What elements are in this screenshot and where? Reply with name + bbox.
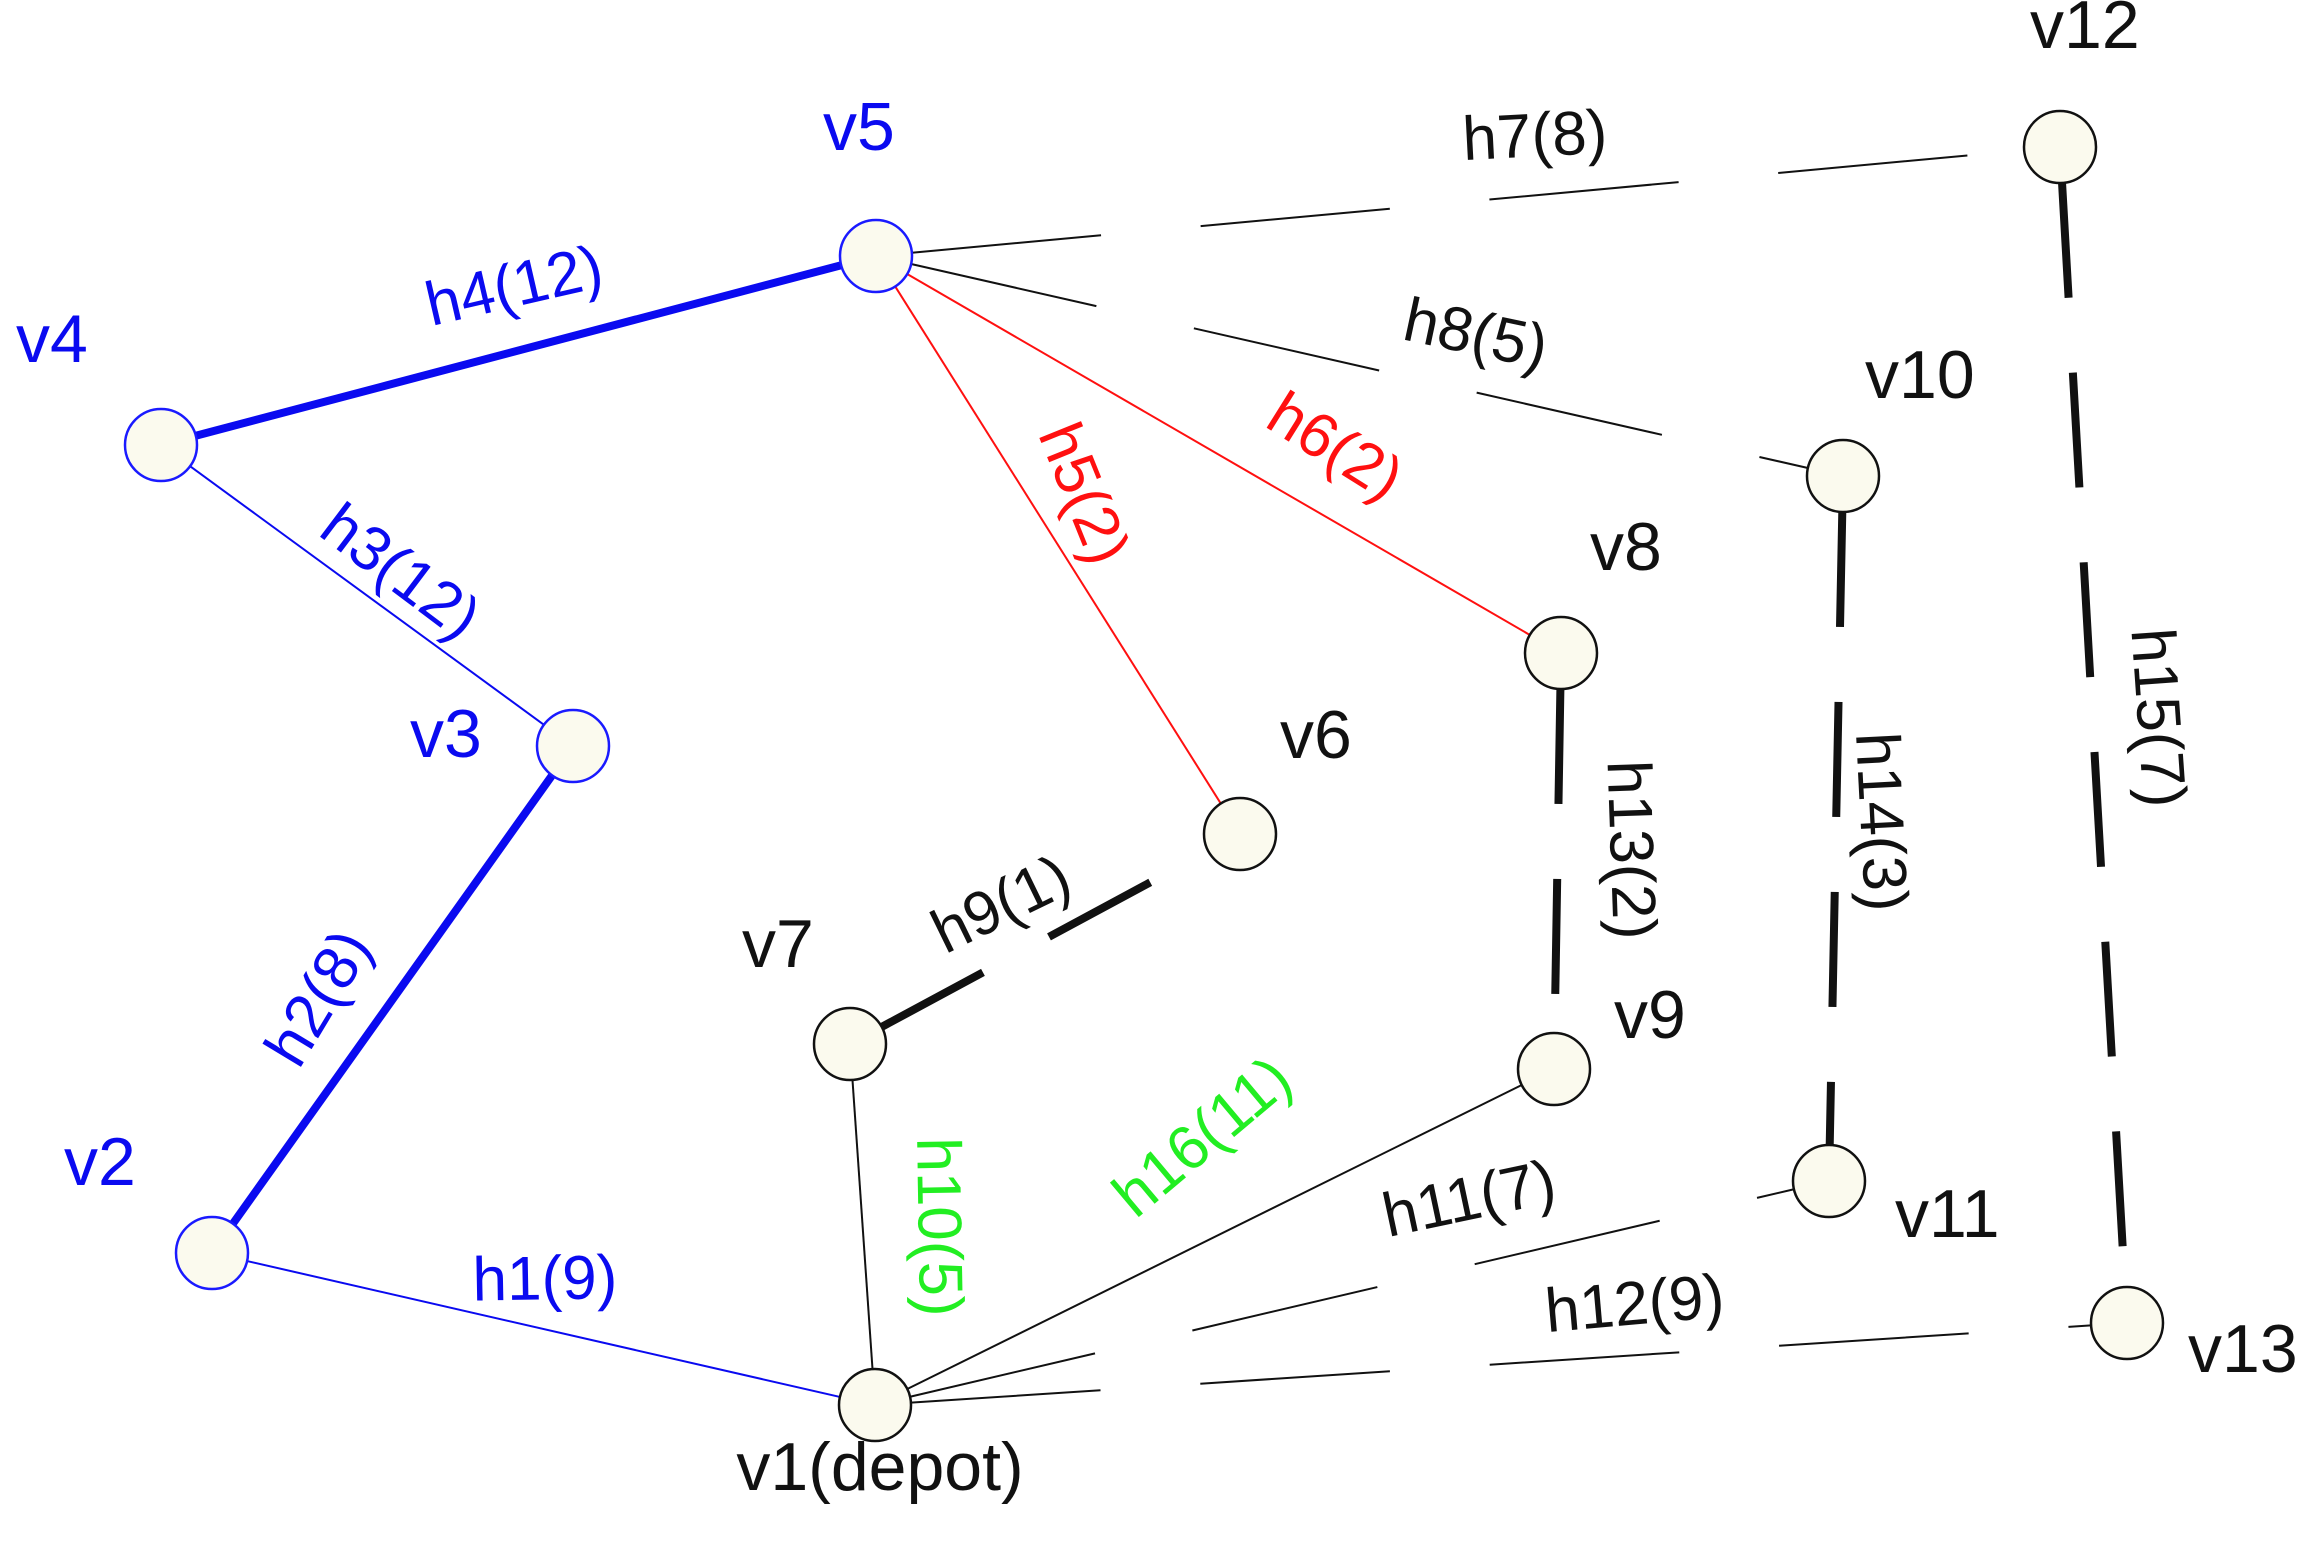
edge-labels-layer: h1(9)h2(8)h3(12)h4(12)h5(2)h6(2)h7(8)h8(… [252, 98, 2199, 1346]
node-label-v13: v13 [2188, 1311, 2298, 1387]
edge-label-h8: h8(5) [1398, 285, 1554, 383]
edge-h15 [2058, 182, 2129, 1288]
edge-label-h11: h11(7) [1377, 1147, 1562, 1251]
edge-label-h6: h6(2) [1256, 379, 1415, 514]
node-label-v7: v7 [742, 906, 814, 982]
node-v11 [1791, 1143, 1867, 1219]
edge-h4 [194, 261, 843, 440]
edge-label-h13: h13(2) [1594, 759, 1669, 941]
edge-label-h5: h5(2) [1025, 413, 1143, 573]
edge-h10 [851, 1079, 874, 1370]
edge-label-h15: h15(7) [2117, 626, 2198, 810]
node-label-v8: v8 [1590, 509, 1662, 585]
edge-h16 [906, 1084, 1523, 1390]
edge-h7 [911, 149, 2025, 254]
edge-label-h7: h7(8) [1461, 98, 1609, 174]
node-label-v3: v3 [410, 696, 482, 772]
edge-h8 [910, 263, 1809, 469]
edge-label-h2: h2(8) [252, 918, 386, 1078]
edge-h9 [879, 847, 1211, 1031]
node-label-v9: v9 [1614, 977, 1686, 1053]
node-v5 [838, 218, 914, 294]
node-label-v4: v4 [16, 301, 88, 377]
node-v1 [837, 1367, 913, 1443]
edge-label-h10: h10(5) [903, 1137, 975, 1317]
edge-h6 [906, 273, 1531, 636]
edge-label-h12: h12(9) [1542, 1262, 1727, 1346]
node-v6 [1202, 796, 1278, 872]
node-label-v12: v12 [2030, 0, 2140, 63]
node-v9 [1516, 1031, 1592, 1107]
node-label-v11: v11 [1895, 1176, 2000, 1252]
node-label-v1: v1(depot) [736, 1429, 1023, 1505]
node-v4 [123, 407, 199, 483]
node-v13 [2089, 1285, 2165, 1361]
edge-h11 [909, 1188, 1795, 1398]
node-labels-layer: v1(depot) v2 v3 v4 v5 v6 v7 v8 v9 v10 v11 v12 v13 [16, 0, 2298, 1505]
edge-label-h16: h16(11) [1100, 1043, 1305, 1230]
node-v3 [535, 708, 611, 784]
node-label-v10: v10 [1865, 337, 1975, 413]
node-v8 [1523, 615, 1599, 691]
edges-layer [189, 149, 2129, 1404]
nodes-layer [123, 109, 2165, 1443]
edge-label-h4: h4(12) [419, 232, 609, 340]
node-v7 [812, 1006, 888, 1082]
edge-label-h14: h14(3) [1842, 730, 1920, 913]
node-label-v2: v2 [64, 1124, 136, 1200]
edge-h3 [189, 465, 545, 726]
node-label-v6: v6 [1280, 697, 1352, 773]
edge-label-h9: h9(1) [921, 842, 1081, 967]
edge-label-h1: h1(9) [472, 1243, 618, 1315]
edge-h12 [910, 1324, 2092, 1404]
edge-h5 [894, 285, 1222, 805]
edge-h2 [229, 773, 556, 1226]
edge-h14 [1825, 511, 1847, 1146]
edge-h13 [1550, 688, 1565, 1034]
edge-h1 [246, 1260, 841, 1398]
node-label-v5: v5 [823, 89, 895, 165]
node-v12 [2022, 109, 2098, 185]
node-v2 [174, 1215, 250, 1291]
node-v10 [1805, 438, 1881, 514]
